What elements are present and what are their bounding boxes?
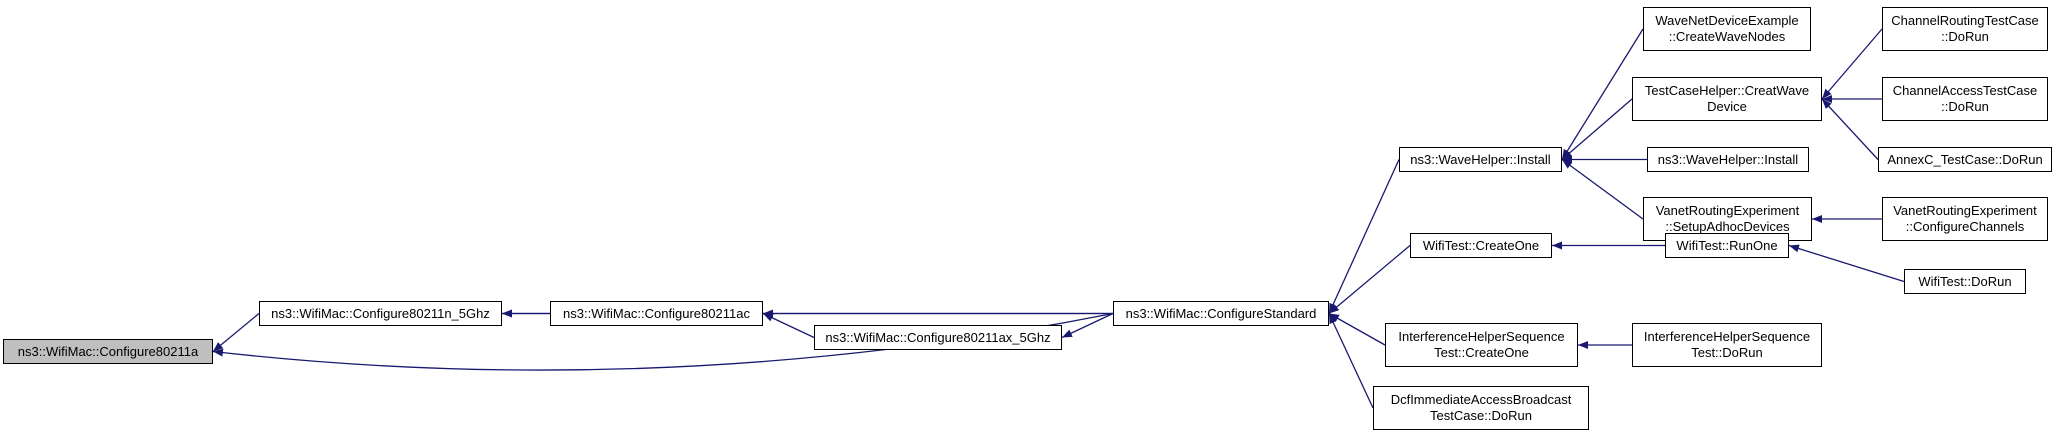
node-label-line: ns3::WifiMac::Configure80211a xyxy=(17,343,199,359)
call-edge xyxy=(1328,245,1411,314)
node-label-line: ::DoRun xyxy=(1941,29,1989,44)
node-label-line: ns3::WaveHelper::Install xyxy=(1657,151,1799,167)
node-label-line: ns3::WifiMac::ConfigureStandard xyxy=(1125,305,1317,321)
call-edge xyxy=(1821,98,1879,160)
function-node[interactable]: AnnexC_TestCase::DoRun xyxy=(1878,147,2052,172)
call-edge xyxy=(762,312,815,339)
call-edge xyxy=(1061,312,1114,339)
function-node[interactable]: ns3::WifiMac::ConfigureStandard xyxy=(1113,301,1329,326)
node-label-line: ns3::WifiMac::Configure80211ac xyxy=(563,305,750,321)
call-edge xyxy=(1328,313,1374,409)
node-label-line: ns3::WaveHelper::Install xyxy=(1410,151,1551,167)
node-label-line: VanetRoutingExperiment xyxy=(1893,203,2037,218)
node-label-line: ChannelAccessTestCase xyxy=(1892,83,2038,98)
call-edge xyxy=(1821,28,1883,100)
node-label-line: InterferenceHelperSequence xyxy=(1643,329,1811,344)
call-edge xyxy=(1328,159,1400,314)
node-label-line: WifiTest::CreateOne xyxy=(1422,237,1540,253)
node-label-line: DcfImmediateAccessBroadcast xyxy=(1390,392,1572,407)
function-node[interactable]: VanetRoutingExperiment::ConfigureChannel… xyxy=(1882,197,2048,241)
root-function-node: ns3::WifiMac::Configure80211a xyxy=(3,339,213,364)
node-label-line: ns3::WifiMac::Configure80211n_5Ghz xyxy=(271,305,490,321)
node-label-line: WifiTest::DoRun xyxy=(1918,273,2012,289)
node-label-line: AnnexC_TestCase::DoRun xyxy=(1887,151,2043,167)
node-label-line: Test::DoRun xyxy=(1691,345,1763,360)
function-node[interactable]: WifiTest::DoRun xyxy=(1904,269,2026,294)
function-node[interactable]: WaveNetDeviceExample::CreateWaveNodes xyxy=(1643,7,1811,51)
function-node[interactable]: ns3::WifiMac::Configure80211ax_5Ghz xyxy=(814,325,1062,350)
node-label-line: VanetRoutingExperiment xyxy=(1655,203,1800,218)
function-node[interactable]: WifiTest::RunOne xyxy=(1665,233,1789,258)
call-edge xyxy=(1561,158,1644,220)
node-label-line: ::SetupAdhocDevices xyxy=(1665,219,1790,234)
node-label-line: TestCaseHelper::CreatWave xyxy=(1644,83,1810,98)
function-node[interactable]: ChannelAccessTestCase::DoRun xyxy=(1882,77,2048,121)
node-label-line: Device xyxy=(1707,99,1747,114)
function-node[interactable]: WifiTest::CreateOne xyxy=(1410,233,1552,258)
node-label-line: TestCase::DoRun xyxy=(1430,408,1532,423)
node-label-line: ::DoRun xyxy=(1941,99,1989,114)
node-label-line: ns3::WifiMac::Configure80211ax_5Ghz xyxy=(825,329,1051,345)
call-edge xyxy=(1561,28,1644,160)
node-label-line: ::ConfigureChannels xyxy=(1905,219,2025,234)
function-node[interactable]: ns3::WifiMac::Configure80211ac xyxy=(550,301,763,326)
call-edge xyxy=(1561,98,1633,160)
function-node[interactable]: ChannelRoutingTestCase::DoRun xyxy=(1882,7,2048,51)
call-edge xyxy=(1328,312,1386,346)
node-label-line: ChannelRoutingTestCase xyxy=(1891,13,2039,28)
function-node[interactable]: ns3::WaveHelper::Install xyxy=(1647,147,1809,172)
node-label-line: Test::CreateOne xyxy=(1434,345,1529,360)
node-label-line: ::CreateWaveNodes xyxy=(1668,29,1786,44)
call-edge xyxy=(212,312,260,353)
call-edge xyxy=(1788,244,1905,283)
node-label-line: InterferenceHelperSequence xyxy=(1398,329,1565,344)
node-label-line: WaveNetDeviceExample xyxy=(1655,13,1799,28)
node-label-line: WifiTest::RunOne xyxy=(1676,237,1778,253)
function-node[interactable]: ns3::WaveHelper::Install xyxy=(1399,147,1562,172)
function-node[interactable]: ns3::WifiMac::Configure80211n_5Ghz xyxy=(259,301,502,326)
